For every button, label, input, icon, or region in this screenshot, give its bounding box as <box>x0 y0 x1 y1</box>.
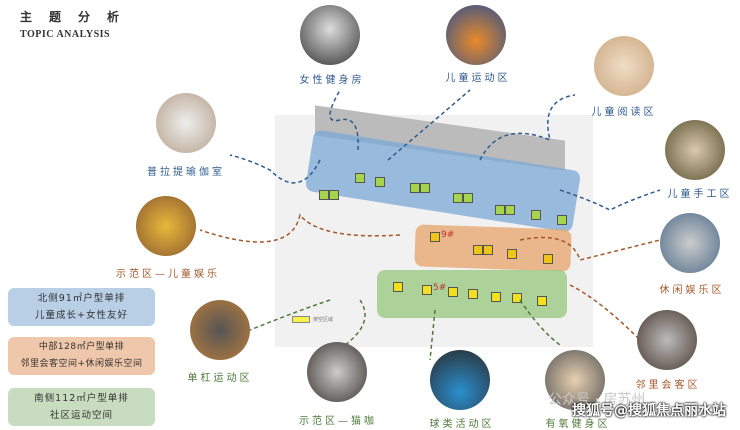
building-label: 5# <box>433 283 447 293</box>
stilt-area-marker <box>448 287 458 297</box>
stilt-area-marker <box>410 183 420 193</box>
info-line: 邻里会客空间+休闲娱乐空间 <box>20 359 143 369</box>
stilt-area-marker <box>537 296 547 306</box>
arrow-leisure <box>519 236 661 261</box>
photo-ball-sport <box>430 350 490 410</box>
stilt-area-marker <box>375 177 385 187</box>
stilt-area-marker <box>495 205 505 215</box>
stilt-area-marker <box>507 249 517 259</box>
stilt-area-marker <box>505 205 515 215</box>
label-leisure: 休闲娱乐区 <box>659 285 725 296</box>
info-line: 北侧91㎡户型单排 <box>37 293 126 304</box>
info-line: 儿童成长+女性友好 <box>35 310 128 321</box>
arrow-reading <box>479 94 576 161</box>
building-label: 9# <box>441 230 455 240</box>
page-subtitle: TOPIC ANALYSIS <box>20 29 111 40</box>
info-north: 北侧91㎡户型单排儿童成长+女性友好 <box>8 288 155 326</box>
photo-aerobic <box>545 350 605 410</box>
photo-pilates <box>156 93 216 153</box>
legend-swatch <box>292 316 310 323</box>
stilt-area-marker <box>319 190 329 200</box>
arrow-kids-sport <box>387 89 471 161</box>
stilt-area-marker <box>543 254 553 264</box>
info-line: 社区运动空间 <box>49 410 113 421</box>
stilt-area-marker <box>531 210 541 220</box>
stilt-area-marker <box>512 293 522 303</box>
photo-leisure <box>660 213 720 273</box>
watermark-wechat: 公众号 · 房苏州 <box>548 392 646 408</box>
label-pilates: 普拉提瑜伽室 <box>147 167 225 178</box>
stilt-area-marker <box>463 193 473 203</box>
label-cat-cafe: 示范区—猫咖 <box>299 416 377 427</box>
legend: 架空区域 <box>292 316 333 323</box>
photo-kids-craft <box>665 120 725 180</box>
label-kids-craft: 儿童手工区 <box>667 189 733 200</box>
stilt-area-marker <box>557 215 567 225</box>
label-kids-play: 示范区—儿童娱乐 <box>116 269 220 280</box>
label-ball-sport: 球类活动区 <box>429 419 495 430</box>
label-kids-reading: 儿童阅读区 <box>591 107 657 118</box>
stilt-area-marker <box>491 292 501 302</box>
stilt-area-marker <box>393 282 403 292</box>
info-south: 南侧112㎡户型单排社区运动空间 <box>8 388 155 426</box>
arrow-craft <box>559 189 661 211</box>
arrow-aerobic <box>519 299 561 346</box>
label-neighbor: 邻里会客区 <box>635 380 701 391</box>
label-aerobic: 有氧健身区 <box>545 419 611 430</box>
stilt-area-marker <box>430 232 440 242</box>
label-womens-gym: 女性健身房 <box>299 75 365 86</box>
label-kids-sport: 儿童运动区 <box>445 73 511 84</box>
arrow-neighbor <box>569 284 641 341</box>
arrow-bar <box>249 299 331 331</box>
arrow-kids-play <box>199 213 401 243</box>
photo-bar-sport <box>190 300 250 360</box>
photo-neighbor <box>637 310 697 370</box>
info-line: 中部128㎡户型单排 <box>38 342 125 352</box>
arrow-cat <box>319 299 366 361</box>
page-title: 主题分析 <box>20 10 137 24</box>
legend-label: 架空区域 <box>313 317 334 323</box>
stilt-area-marker <box>420 183 430 193</box>
stilt-area-marker <box>473 245 483 255</box>
stilt-area-marker <box>422 285 432 295</box>
stilt-area-marker <box>468 289 478 299</box>
photo-kids-play <box>136 196 196 256</box>
photo-womens-gym <box>300 5 360 65</box>
stilt-area-marker <box>483 245 493 255</box>
arrow-pilates <box>229 154 321 184</box>
info-middle: 中部128㎡户型单排邻里会客空间+休闲娱乐空间 <box>8 337 155 375</box>
arrow-gym <box>329 89 359 151</box>
label-bar-sport: 单杠运动区 <box>187 373 253 384</box>
watermark-sohu: 搜狐号@搜狐焦点丽水站 <box>572 403 726 419</box>
photo-cat-cafe <box>307 342 367 402</box>
stilt-area-marker <box>453 193 463 203</box>
arrow-ball <box>429 309 436 361</box>
stilt-area-marker <box>355 173 365 183</box>
photo-kids-sport <box>446 5 506 65</box>
photo-kids-reading <box>594 36 654 96</box>
info-line: 南侧112㎡户型单排 <box>34 393 129 404</box>
stilt-area-marker <box>329 190 339 200</box>
